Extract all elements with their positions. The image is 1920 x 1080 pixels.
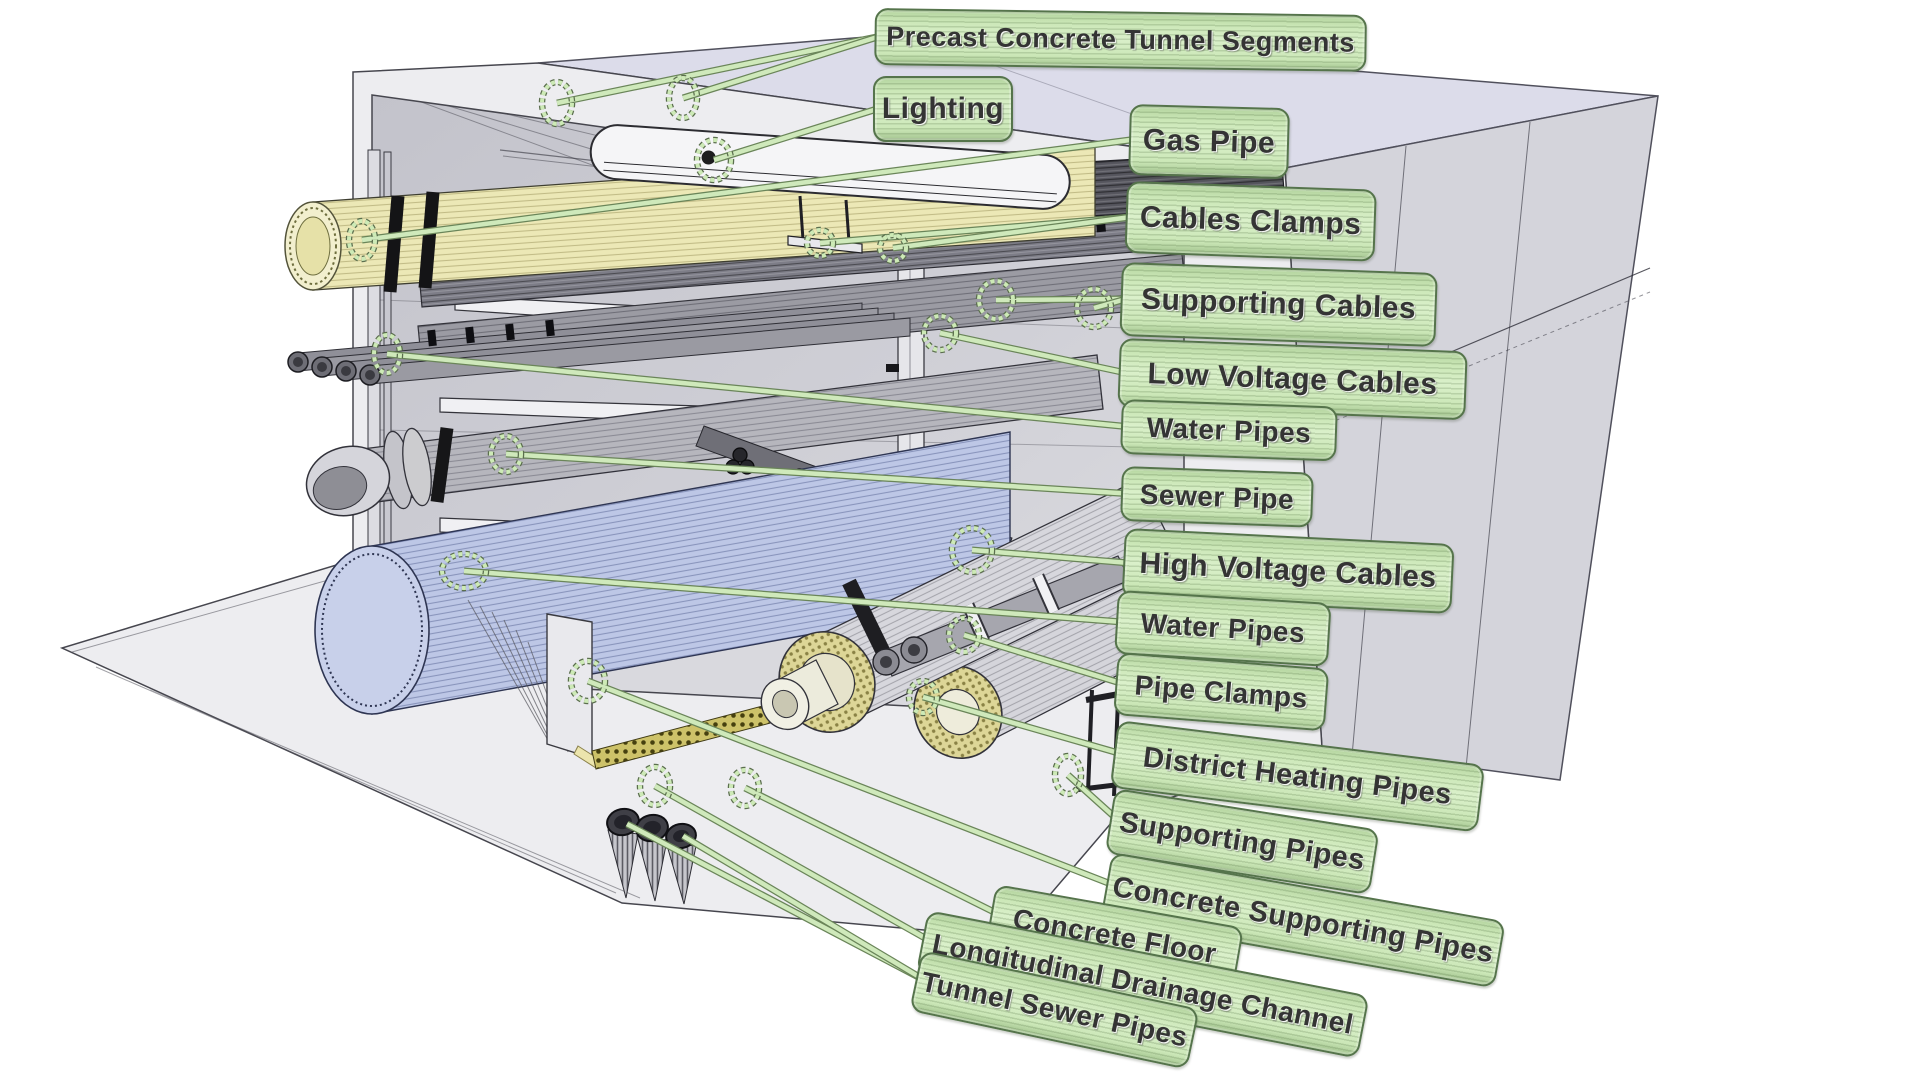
floor-slab-lines xyxy=(72,570,640,898)
water-main-pipe xyxy=(315,432,1010,714)
leader-line-sewer-pipe xyxy=(506,454,1126,494)
marker-circle-longitudinal-drainage-channel xyxy=(640,767,670,805)
leader-line-precast-concrete-tunnel-segments xyxy=(683,37,879,99)
marker-circle-precast-concrete-tunnel-segments xyxy=(542,82,572,124)
leader-line-supporting-cables xyxy=(996,299,1126,300)
marker-circle-cables-clamps xyxy=(807,230,833,256)
leader-line-high-voltage-cables xyxy=(972,550,1129,563)
leader-line-concrete-supporting-pipes xyxy=(588,681,1116,886)
leader-line-district-heating-pipes xyxy=(923,697,1122,754)
leader-line-longitudinal-drainage-channel xyxy=(655,786,932,942)
marker-circle-high-voltage-cables xyxy=(952,528,992,572)
gas-pipe-clamp xyxy=(390,196,398,292)
marker-circle-lighting xyxy=(697,140,731,180)
marker-circle-gas-pipe xyxy=(349,221,375,259)
gas-pipe-clamp xyxy=(425,192,433,288)
marker-circle-sewer-pipe xyxy=(491,436,521,472)
leader-line-low-voltage-cables xyxy=(940,333,1124,373)
leader-lines xyxy=(349,37,1134,982)
marker-circle-supporting-cables xyxy=(979,281,1013,319)
flanged-gray-pipe xyxy=(299,355,1103,525)
pipe-clamp-black xyxy=(437,428,447,502)
marker-circle-water-pipes-upper xyxy=(374,335,400,373)
box-right-face xyxy=(1285,96,1658,780)
marker-circle-district-heating-pipes xyxy=(909,681,937,713)
marker-circle-supporting-pipes xyxy=(1055,756,1081,794)
marker-circle-supporting-cables xyxy=(1077,289,1111,327)
leader-line-precast-concrete-tunnel-segments xyxy=(557,37,879,104)
marker-circle-concrete-floor xyxy=(731,770,759,806)
leader-line-water-pipes-lower xyxy=(464,571,1122,622)
leader-line-cables-clamps xyxy=(893,217,1131,248)
leader-line-pipe-clamps xyxy=(964,635,1122,684)
leader-line-concrete-floor xyxy=(745,788,1000,915)
marker-circle-low-voltage-cables xyxy=(924,316,956,350)
leader-line-gas-pipe xyxy=(362,140,1134,241)
marker-circle-concrete-supporting-pipes xyxy=(571,661,605,701)
leader-line-tunnel-sewer-pipes xyxy=(683,836,926,981)
pipe-clamp-white xyxy=(1038,576,1054,612)
marker-circle-water-pipes-lower xyxy=(442,554,486,588)
fixture-knob xyxy=(701,150,716,165)
marker-circle-cables-clamps xyxy=(880,235,906,261)
marker-circle-precast-concrete-tunnel-segments xyxy=(669,78,697,118)
leader-line-lighting xyxy=(714,109,877,160)
marker-circle-pipe-clamps xyxy=(949,618,979,652)
leader-line-water-pipes-upper xyxy=(387,354,1126,427)
